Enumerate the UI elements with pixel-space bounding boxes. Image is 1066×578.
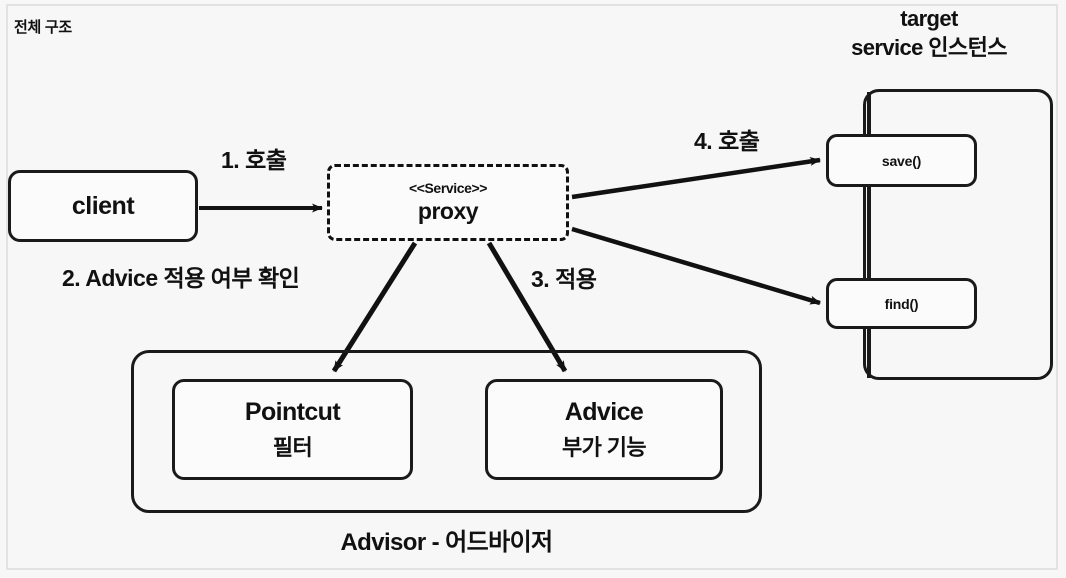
advisor-caption: Advisor - 어드바이저 (340, 529, 553, 556)
node-proxy-stereotype: <<Service>> (408, 180, 488, 196)
node-method-find[interactable]: find() (826, 278, 977, 329)
edge-label-step-3: 3. 적용 (531, 266, 597, 292)
arrow-proxy-to-find (571, 226, 821, 306)
node-advisor-container (131, 350, 762, 513)
node-advice[interactable]: Advice 부가 기능 (485, 379, 723, 480)
node-proxy-label: proxy (417, 198, 479, 224)
target-header-line-1: target (900, 6, 958, 31)
page-title: 전체 구조 (14, 19, 72, 36)
node-pointcut-title: Pointcut (244, 397, 341, 426)
arrow-proxy-to-advice (486, 241, 568, 373)
node-target-service-container (863, 89, 1053, 380)
arrow-proxy-to-save (571, 157, 821, 200)
target-service-header: target service 인스턴스 (796, 4, 1062, 62)
node-pointcut-subtitle: 필터 (272, 434, 313, 460)
node-method-save-label: save() (881, 152, 922, 169)
edge-label-step-4: 4. 호출 (694, 128, 760, 154)
node-method-save[interactable]: save() (826, 134, 977, 187)
node-client[interactable]: client (8, 170, 198, 242)
node-client-label: client (71, 191, 135, 220)
node-method-find-label: find() (884, 295, 919, 312)
arrow-proxy-to-pointcut (331, 241, 418, 373)
node-advice-subtitle: 부가 기능 (561, 434, 647, 460)
node-pointcut[interactable]: Pointcut 필터 (172, 379, 413, 480)
node-advice-title: Advice (564, 397, 644, 426)
edge-label-step-1: 1. 호출 (221, 147, 287, 173)
target-header-line-2: service 인스턴스 (851, 35, 1007, 61)
edge-label-step-2: 2. Advice 적용 여부 확인 (62, 265, 300, 291)
node-proxy[interactable]: <<Service>> proxy (327, 164, 569, 241)
